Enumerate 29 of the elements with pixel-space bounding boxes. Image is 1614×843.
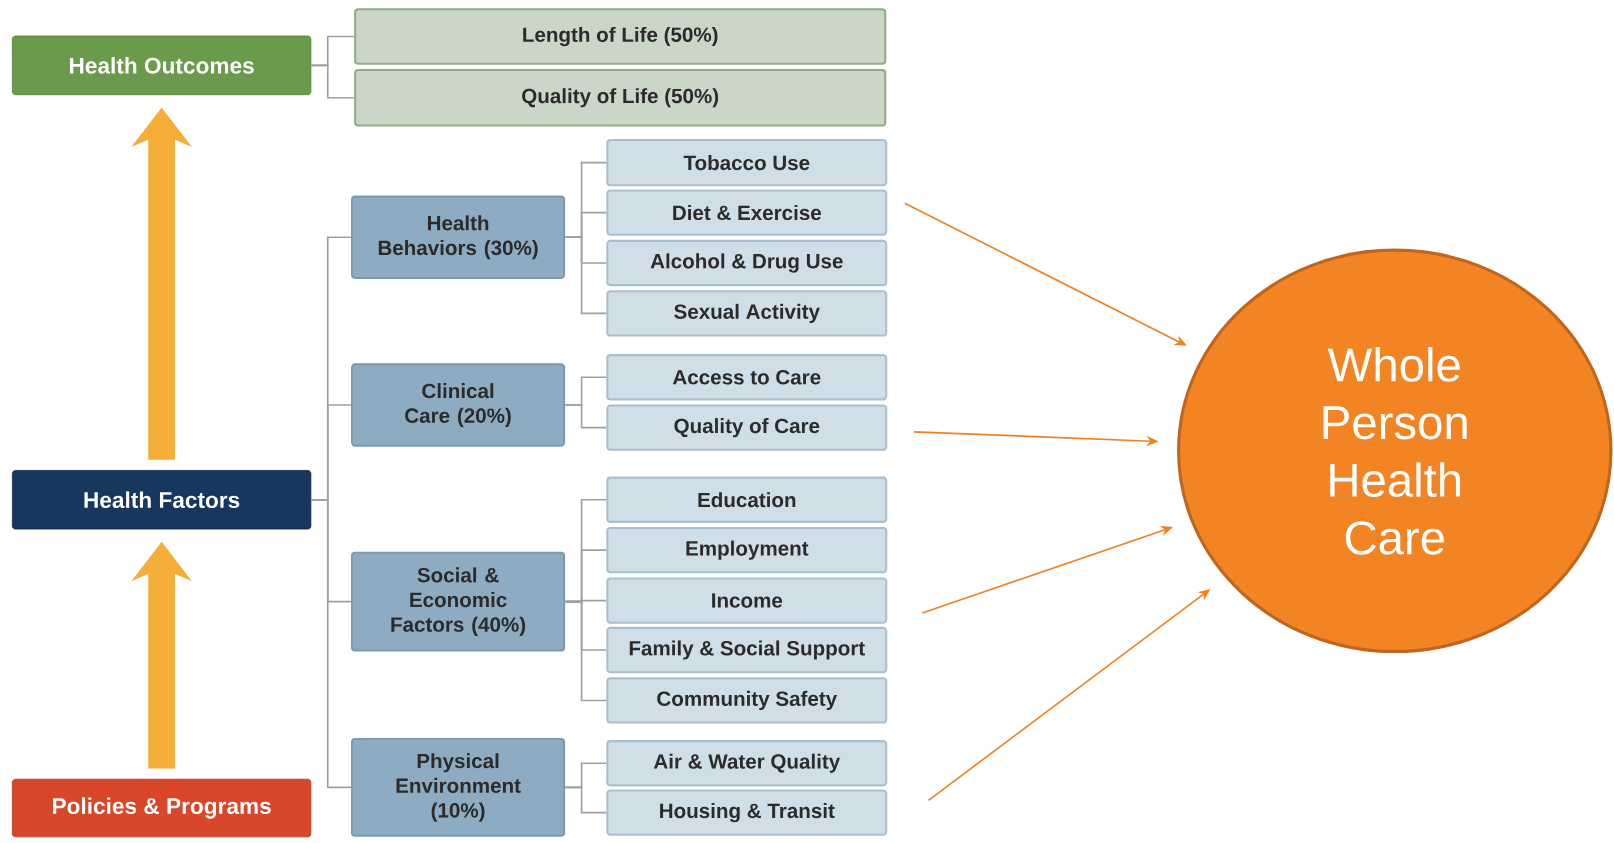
factor-box: Income [606,577,888,624]
circle-node: Whole Person Health Care [1177,248,1613,654]
category-box: Social & Economic Factors (40%) [351,551,566,652]
connector-line [310,498,352,789]
factor-box: Quality of Care [606,404,888,451]
factor-box: Diet & Exercise [606,189,888,236]
connector-line [564,236,608,315]
connector-line [564,600,608,702]
outcomes-box: Health Outcomes [11,35,312,96]
connector-line [564,786,608,814]
category-box: Physical Environment (10%) [351,738,566,837]
outcome-box: Quality of Life (50%) [354,68,887,127]
factor-box: Employment [606,527,888,574]
factor-box: Education [606,476,888,523]
factor-box: Tobacco Use [606,138,888,187]
category-box: Clinical Care (20%) [351,363,566,447]
outcome-box: Length of Life (50%) [354,8,887,65]
category-box: Health Behaviors (30%) [351,195,566,279]
factor-box: Access to Care [606,354,888,401]
factors-box: Health Factors [11,470,312,530]
factor-box: Alcohol & Drug Use [606,239,888,287]
factor-box: Family & Social Support [606,626,888,674]
connector-line [564,404,608,429]
programs-box: Policies & Programs [11,778,312,838]
connector-line [310,64,355,99]
factor-box: Air & Water Quality [606,740,888,787]
factor-box: Sexual Activity [606,290,888,337]
factor-box: Community Safety [606,677,888,724]
factor-box: Housing & Transit [606,789,888,836]
